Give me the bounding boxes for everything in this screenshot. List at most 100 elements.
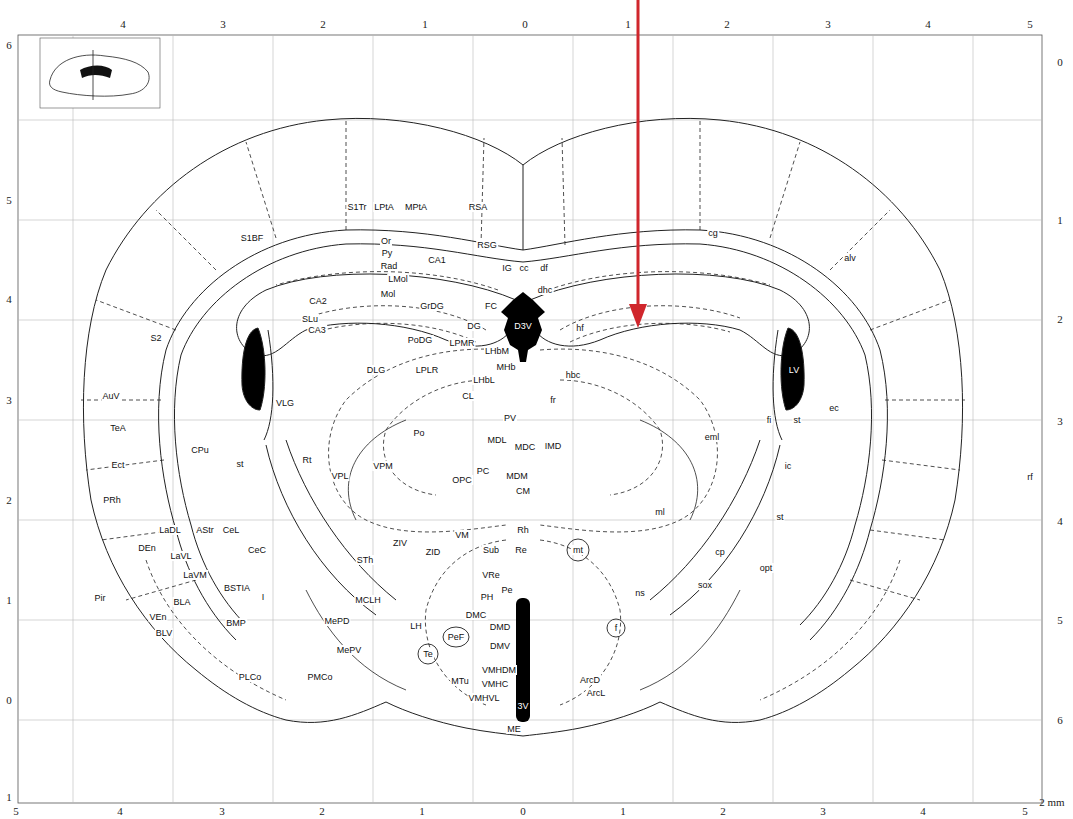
region-label: MePD <box>323 616 350 626</box>
region-label: PH <box>480 592 495 602</box>
axis-number: 0 <box>6 694 12 706</box>
inset <box>40 38 160 108</box>
region-label: IMD <box>544 441 563 451</box>
region-label: f <box>614 623 619 633</box>
region-label: dhc <box>537 285 554 295</box>
region-label: S1Tr <box>346 202 367 212</box>
region-label: VM <box>454 530 470 540</box>
region-label: DLG <box>366 365 387 375</box>
region-label: DG <box>466 321 482 331</box>
region-label: DMC <box>465 610 488 620</box>
region-label: LMol <box>387 274 409 284</box>
region-label: LPMR <box>448 338 475 348</box>
region-label: RSG <box>476 240 498 250</box>
axis-number: 3 <box>220 18 226 30</box>
axis-number: 4 <box>920 805 926 817</box>
region-label: BLV <box>155 628 173 638</box>
region-label: VMHC <box>481 679 510 689</box>
region-label: ArcL <box>586 688 607 698</box>
region-label: alv <box>843 253 857 263</box>
axis-number: 2 <box>720 805 726 817</box>
region-label: STh <box>356 555 375 565</box>
axis-number: 4 <box>6 293 12 305</box>
region-label: LaDL <box>158 525 182 535</box>
region-label: LHbL <box>472 375 496 385</box>
region-label: opt <box>759 563 774 573</box>
region-label: LV <box>788 365 800 375</box>
region-label: CPu <box>190 445 210 455</box>
region-label: Re <box>514 545 528 555</box>
region-label: Or <box>380 236 392 246</box>
region-label: OPC <box>451 475 473 485</box>
axis-number: 4 <box>1057 515 1063 527</box>
region-label: mt <box>572 545 584 555</box>
region-label: CM <box>515 486 531 496</box>
axis-number: 1 <box>625 18 631 30</box>
region-label: st <box>235 459 244 469</box>
region-label: Te <box>422 649 434 659</box>
region-label: PRh <box>102 495 122 505</box>
region-label: CA2 <box>308 296 328 306</box>
region-label: VEn <box>148 612 167 622</box>
axis-number: 2 <box>319 805 325 817</box>
region-label: PLCo <box>238 672 263 682</box>
region-label: fi <box>766 415 773 425</box>
region-label: CeL <box>222 525 241 535</box>
axis-number: 1 <box>1057 214 1063 226</box>
axis-number: 2 <box>320 18 326 30</box>
axis-number: 2 <box>6 494 12 506</box>
region-label: LH <box>409 621 423 631</box>
axis-number: 5 <box>13 805 19 817</box>
region-label: BLA <box>172 597 191 607</box>
axis-number: 6 <box>1057 714 1063 726</box>
region-label: ME <box>506 724 522 734</box>
region-label: ns <box>634 588 646 598</box>
axis-number: 1 <box>620 805 626 817</box>
region-label: MDL <box>486 435 507 445</box>
region-label: ZIV <box>392 538 408 548</box>
region-label: Py <box>381 248 394 258</box>
region-label: ArcD <box>579 675 601 685</box>
region-label: cc <box>519 263 530 273</box>
region-label: LaVL <box>169 551 192 561</box>
axis-number: 3 <box>820 805 826 817</box>
region-label: GrDG <box>419 301 445 311</box>
region-label: MCLH <box>354 595 382 605</box>
region-label: CA3 <box>307 325 327 335</box>
region-label: PC <box>476 466 491 476</box>
region-label: df <box>539 263 549 273</box>
region-label: hbc <box>565 370 582 380</box>
region-label: MePV <box>336 645 363 655</box>
region-label: DMV <box>489 641 511 651</box>
region-label: Pir <box>94 593 107 603</box>
axis-number: 5 <box>1022 805 1028 817</box>
region-label: ZID <box>425 547 442 557</box>
region-label: IG <box>501 263 513 273</box>
region-label: S2 <box>149 333 162 343</box>
region-label: ml <box>654 507 666 517</box>
region-label: MTu <box>450 676 470 686</box>
region-label: Rh <box>516 525 530 535</box>
region-label: LaVM <box>182 570 208 580</box>
region-label: rf <box>1026 472 1034 482</box>
region-label: DMD <box>489 622 512 632</box>
region-label: ic <box>784 461 793 471</box>
region-label: D3V <box>513 321 533 331</box>
region-label: Rad <box>380 261 399 271</box>
region-label: PV <box>503 413 517 423</box>
region-label: PMCo <box>306 672 333 682</box>
region-label: LPLR <box>415 365 440 375</box>
axis-number: 4 <box>120 18 126 30</box>
region-label: CL <box>461 391 475 401</box>
region-label: AuV <box>101 391 120 401</box>
axis-number: 3 <box>6 394 12 406</box>
region-label: MHb <box>495 362 516 372</box>
region-label: Ect <box>110 460 125 470</box>
region-label: CeC <box>247 545 267 555</box>
region-label: MPtA <box>404 202 428 212</box>
region-label: VMHDM <box>481 665 517 675</box>
region-label: VPL <box>330 471 349 481</box>
region-label: LPtA <box>373 202 395 212</box>
region-label: VPM <box>372 461 394 471</box>
